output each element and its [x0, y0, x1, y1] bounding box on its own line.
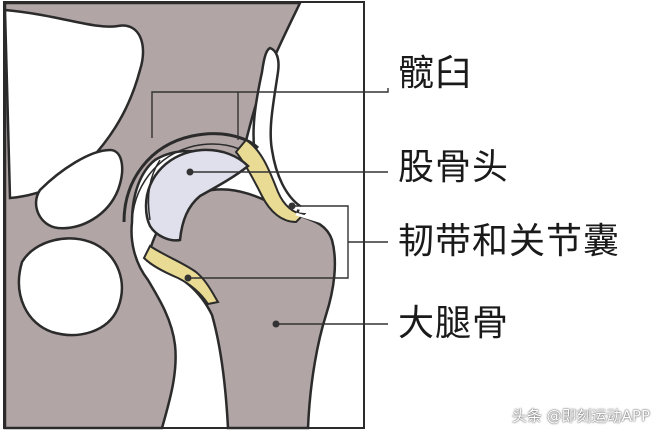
dot-ligament-lower [184, 274, 192, 282]
pelvis-void-lower [17, 237, 124, 337]
leader-acetabulum [151, 88, 389, 138]
label-femoral-head: 股骨头 [398, 147, 510, 188]
label-ligament-capsule: 韧带和关节囊 [398, 221, 621, 262]
label-acetabulum: 髋臼 [398, 53, 473, 94]
leader-lines [151, 88, 389, 325]
acetabulum-rim [122, 132, 260, 223]
label-femur: 大腿骨 [398, 303, 510, 344]
dot-ligament-upper [288, 202, 296, 210]
watermark: 头条 @即刻运动APP [511, 407, 650, 425]
cartilage-lower [142, 244, 220, 306]
acetabulum-rim-inner [131, 143, 251, 227]
ligament-lines [291, 204, 323, 224]
leader-dots [184, 168, 296, 328]
dot-femoral-head [186, 168, 194, 176]
dot-femur [272, 320, 280, 328]
pelvis-void-mid [34, 148, 124, 230]
femur-bone [148, 188, 337, 430]
femoral-head-inner-line [147, 159, 161, 221]
cartilage-upper [234, 138, 307, 224]
